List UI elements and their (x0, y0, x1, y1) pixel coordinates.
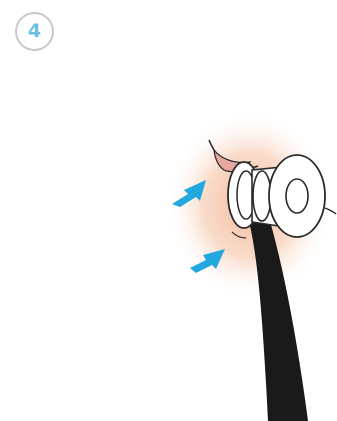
earpiece-icon (228, 155, 325, 237)
